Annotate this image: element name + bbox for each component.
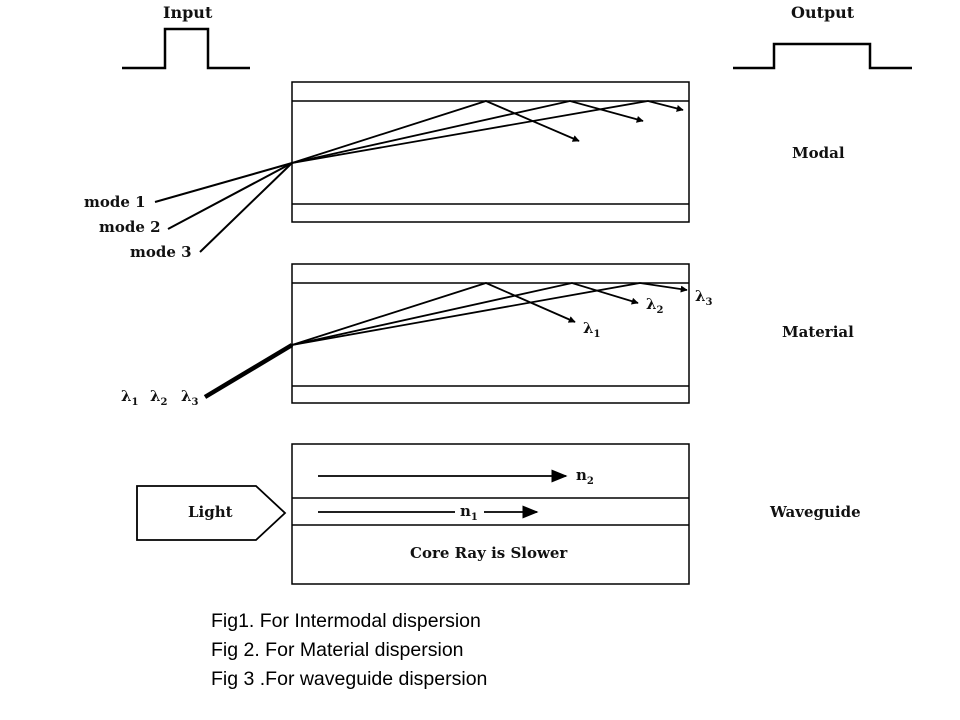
mode-1-ray [291,100,580,164]
captions: Fig1. For Intermodal dispersion Fig 2. F… [211,610,487,690]
material-section-label: Material [782,323,854,341]
lambda-1-ray-label: λ1 [583,319,601,340]
lambda-1-input-label: λ1 [121,387,139,408]
core-index-label: n1 [460,502,478,523]
core-note: Core Ray is Slower [410,544,568,562]
outer-index-label: n2 [576,466,594,487]
caption-fig2: Fig 2. For Material dispersion [211,639,464,661]
light-source-shape [136,485,287,541]
lambda-2-input-label: λ2 [150,387,168,408]
wavelength-bundle-ray-in [203,343,294,399]
mode-2-ray [291,100,644,164]
mode-3-label: mode 3 [130,243,192,261]
modal-fiber-outline [291,81,690,223]
output-pulse: Output [733,3,912,70]
light-label: Light [188,503,233,521]
material-diagram: λ1 λ2 λ3 λ1 λ2 λ3 Material [121,263,854,408]
modal-section-label: Modal [792,144,845,162]
mode-1-ray-in [154,162,293,203]
lambda-2-ray-label: λ2 [646,295,664,316]
modal-diagram: mode 1 mode 2 mode 3 Modal [84,81,845,261]
waveguide-section-label: Waveguide [769,503,861,521]
input-pulse: Input [122,3,250,70]
lambda-3-input-label: λ3 [181,387,199,408]
mode-3-ray-in [199,162,293,253]
mode-1-label: mode 1 [84,193,146,211]
mode-2-label: mode 2 [99,218,161,236]
lambda-2-ray [291,282,639,346]
lambda-3-ray [291,282,688,346]
material-fiber-outline [291,263,690,404]
waveguide-diagram: Light n2 n1 Core Ray is Slower Waveguide [136,443,861,585]
waveguide-fiber-outline [291,443,690,585]
input-pulse-waveform [122,27,250,70]
output-pulse-waveform [733,42,912,70]
lambda-1-ray [291,282,576,346]
input-label: Input [163,3,213,22]
caption-fig1: Fig1. For Intermodal dispersion [211,610,481,632]
output-label: Output [791,3,855,22]
mode-2-ray-in [167,162,293,230]
caption-fig3: Fig 3 .For waveguide dispersion [211,668,487,690]
mode-3-ray [291,100,684,164]
lambda-3-ray-label: λ3 [695,287,713,308]
